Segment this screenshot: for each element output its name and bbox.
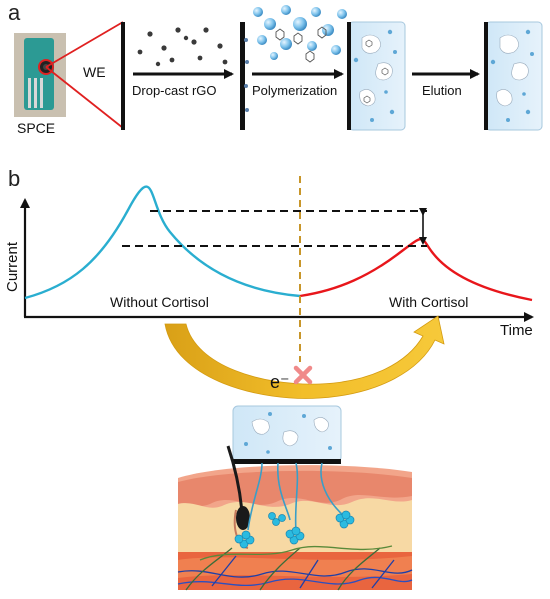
curve-without-cortisol xyxy=(24,185,301,300)
step-polymerization-label: Polymerization xyxy=(252,83,337,98)
rgo-particles xyxy=(137,27,228,67)
blocked-cross-icon xyxy=(293,365,313,385)
x-axis-label: Time xyxy=(500,322,533,339)
curve-with-label: With Cortisol xyxy=(389,294,468,310)
curve-without-label: Without Cortisol xyxy=(110,294,209,310)
bare-electrode xyxy=(121,22,125,130)
template-molecules xyxy=(275,26,327,63)
monomer-spheres xyxy=(253,5,347,60)
zoom-line-top xyxy=(45,21,124,68)
skin-patch-illustration xyxy=(177,405,413,591)
step-drop-cast-label: Drop-cast rGO xyxy=(132,83,217,98)
panel-a-label: a xyxy=(8,0,21,25)
electron-label: e⁻ xyxy=(270,372,290,392)
gold-curved-arrow xyxy=(164,315,445,399)
panel-b-label: b xyxy=(8,166,20,191)
we-label: WE xyxy=(83,64,106,80)
mip-gel-eluted xyxy=(484,21,543,131)
zoom-line-bottom xyxy=(45,66,124,129)
spce-photo xyxy=(14,33,66,117)
y-axis-label: Current xyxy=(4,241,21,292)
curve-with-cortisol xyxy=(299,237,533,302)
mip-gel-with-template xyxy=(347,21,406,131)
spce-label: SPCE xyxy=(17,120,55,136)
sweat-gland-clusters xyxy=(234,510,355,549)
rgo-electrode xyxy=(240,22,249,130)
step-elution-label: Elution xyxy=(422,83,462,98)
